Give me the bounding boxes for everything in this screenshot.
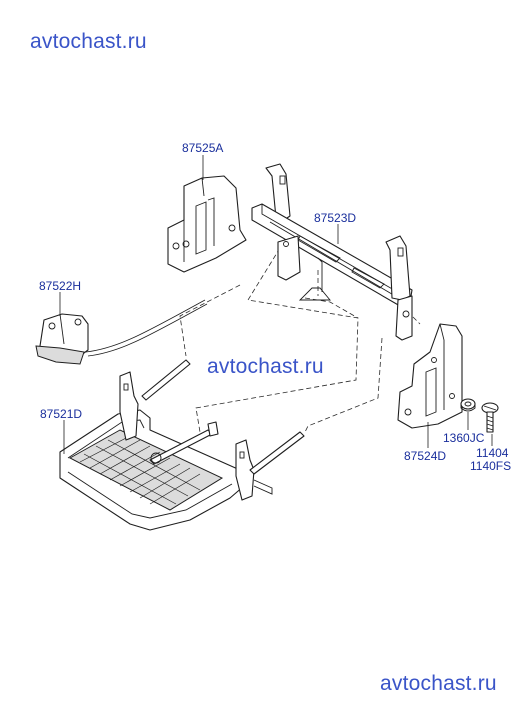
crossmember-87523d [251,163,413,341]
watermark-top: avtochast.ru [30,30,147,53]
bracket-87525a [167,175,247,273]
callout-87524d[interactable]: 87524D [404,449,447,463]
callout-1140fs[interactable]: 1140FS [470,459,512,473]
nut-1360jc [460,398,476,412]
side-step-87521d [59,359,305,531]
bracket-87524d [397,323,463,429]
bracket-87522h [35,299,208,365]
callout-87525a[interactable]: 87525A [182,141,224,155]
callout-87523d[interactable]: 87523D [314,211,357,225]
callout-87521d[interactable]: 87521D [40,407,83,421]
callout-11404[interactable]: 11404 [476,446,509,460]
watermark-middle: avtochast.ru [207,355,324,378]
bolt-11404 [481,402,499,433]
tread-pattern [79,435,201,505]
callout-leader-lines [59,155,493,454]
callout-1360jc[interactable]: 1360JC [443,431,485,445]
callout-87522h[interactable]: 87522H [39,279,82,293]
watermark-bottom: avtochast.ru [380,672,497,695]
